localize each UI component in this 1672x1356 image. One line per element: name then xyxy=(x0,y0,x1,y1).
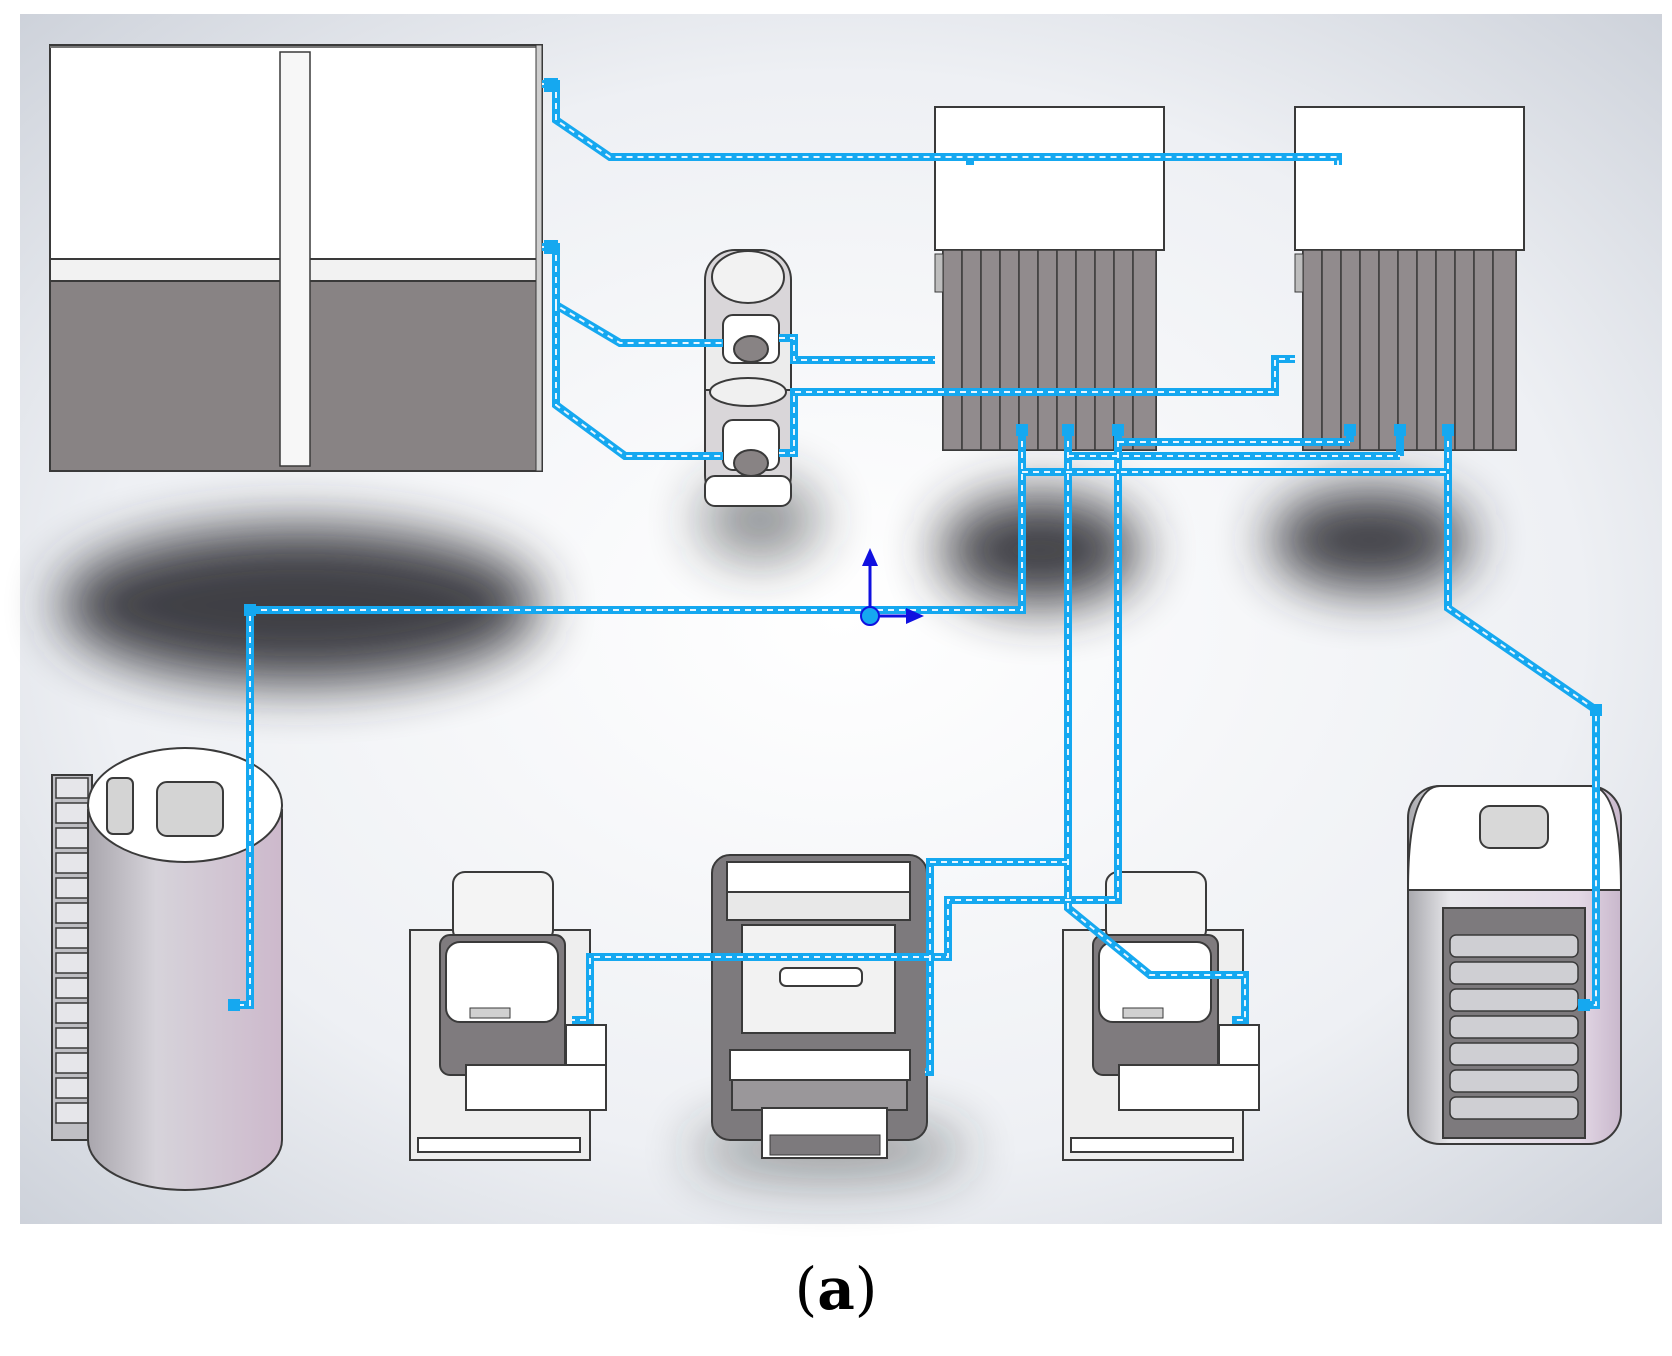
caption-close: ) xyxy=(854,1255,878,1323)
figure-caption: (a) xyxy=(0,1255,1672,1323)
piping-network xyxy=(228,78,1602,1076)
machine-right xyxy=(1062,871,1260,1161)
rack-cabinet xyxy=(1406,785,1623,1145)
caption-open: ( xyxy=(794,1255,818,1323)
radiator-unit-left xyxy=(934,106,1165,451)
pipe-connectors xyxy=(228,78,1602,1011)
caption-letter: a xyxy=(817,1255,855,1323)
radiator-unit-right xyxy=(1294,106,1525,451)
machine-left xyxy=(409,871,607,1161)
valve-stack xyxy=(704,249,792,507)
coordinate-axes-icon xyxy=(860,548,924,626)
diagram-scene xyxy=(20,14,1662,1224)
cylindrical-tank xyxy=(51,747,283,1191)
wall-cabinet xyxy=(49,44,543,472)
machine-center xyxy=(711,854,928,1159)
